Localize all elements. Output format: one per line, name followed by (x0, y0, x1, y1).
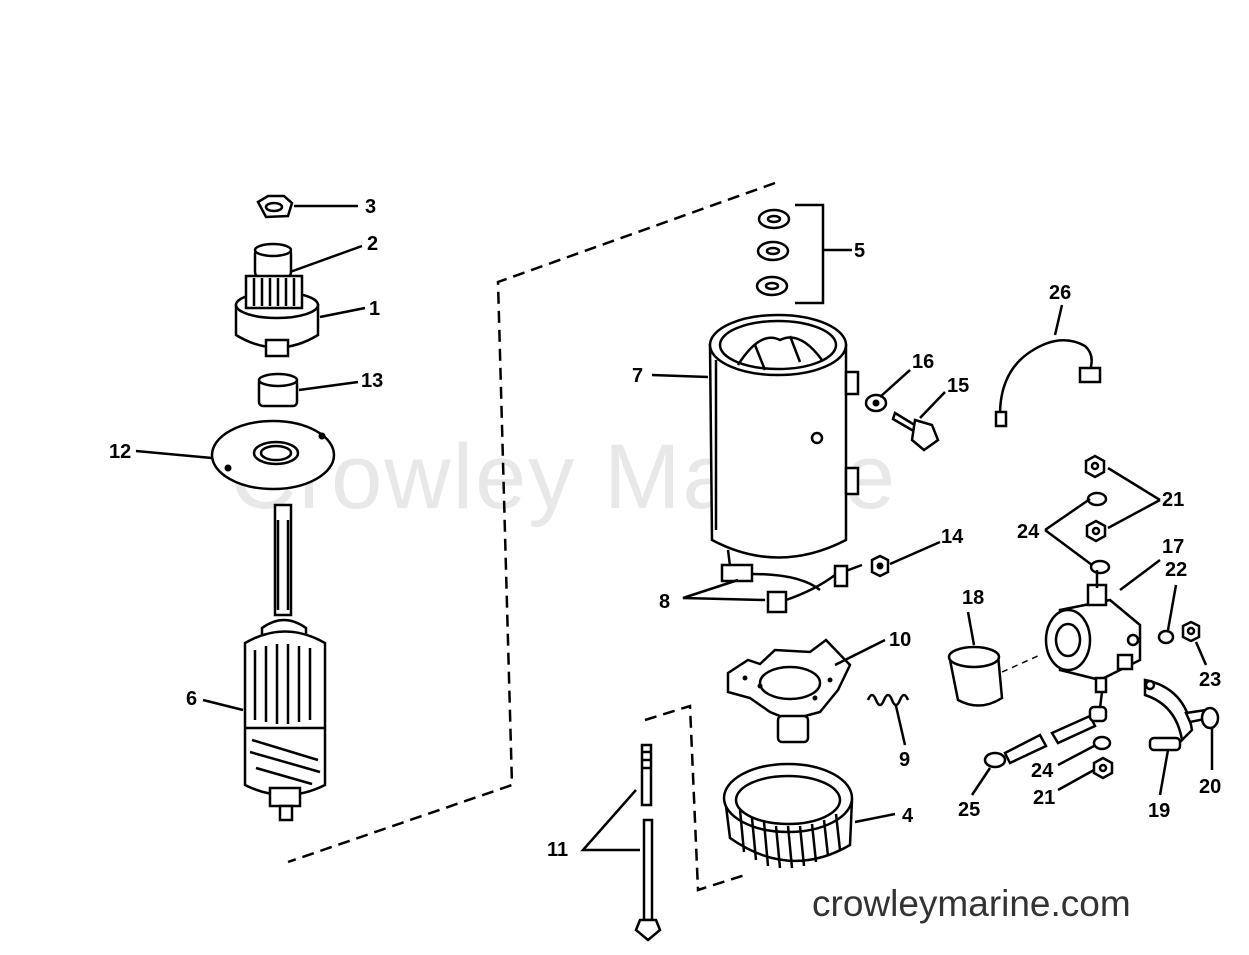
part-26-lead-wire (994, 304, 1102, 428)
callout-7: 7 (632, 365, 644, 387)
callout-24-lower: 24 (1031, 760, 1054, 782)
part-21-24-upper-hardware (1044, 454, 1161, 575)
callout-15: 15 (947, 375, 970, 397)
callout-6: 6 (186, 688, 198, 710)
part-10-brush-plate (726, 638, 886, 744)
callout-17: 17 (1162, 536, 1185, 558)
callout-19: 19 (1148, 800, 1171, 822)
callout-12: 12 (109, 441, 132, 463)
callout-4: 4 (902, 805, 914, 827)
part-13-bushing (257, 372, 359, 408)
part-3-nut (256, 194, 358, 219)
site-url-text: crowleymarine.com (812, 883, 1131, 924)
part-5-washers (755, 203, 852, 305)
part-15-bolt (891, 391, 946, 452)
assembly-dash-line-main (287, 181, 776, 864)
callout-21-lower: 21 (1033, 787, 1056, 809)
part-18-boot (947, 611, 1041, 707)
part-2-sleeve (253, 242, 363, 280)
part-12-plate (135, 419, 336, 491)
callout-8: 8 (659, 591, 671, 613)
part-4-end-housing (722, 762, 896, 869)
callout-3: 3 (365, 196, 377, 218)
callout-21-upper: 21 (1162, 489, 1185, 511)
part-17-solenoid (1044, 559, 1161, 694)
callout-13: 13 (361, 370, 384, 392)
callout-20: 20 (1199, 776, 1222, 798)
part-1-drive (234, 274, 366, 358)
callout-14: 14 (941, 526, 964, 548)
callout-5: 5 (854, 240, 866, 262)
part-9-spring (866, 693, 910, 746)
part-21-24-lower-hardware (1057, 735, 1114, 792)
callout-22: 22 (1165, 559, 1188, 581)
callout-1: 1 (369, 298, 381, 320)
callout-24-upper: 24 (1017, 521, 1040, 543)
callout-18: 18 (962, 587, 985, 609)
callout-9: 9 (899, 749, 911, 771)
part-16-washer (864, 369, 911, 413)
part-25-cable (970, 691, 1108, 796)
callout-26: 26 (1049, 282, 1072, 304)
part-19-clamp (1143, 678, 1194, 796)
part-22-23-hardware (1157, 584, 1208, 666)
callout-11: 11 (547, 839, 569, 861)
part-6-armature (202, 503, 327, 822)
part-8-brush-leads (682, 549, 863, 614)
callout-16: 16 (912, 351, 935, 373)
part-7-field-frame (651, 313, 860, 559)
callout-2: 2 (367, 233, 379, 255)
callout-25: 25 (958, 799, 981, 821)
part-11-through-bolts (580, 743, 662, 942)
part-20-screw (1184, 706, 1220, 770)
callout-10: 10 (889, 629, 912, 651)
assembly-dash-line-lower (644, 704, 746, 892)
part-14-nut (870, 540, 941, 578)
callout-23: 23 (1199, 669, 1222, 691)
